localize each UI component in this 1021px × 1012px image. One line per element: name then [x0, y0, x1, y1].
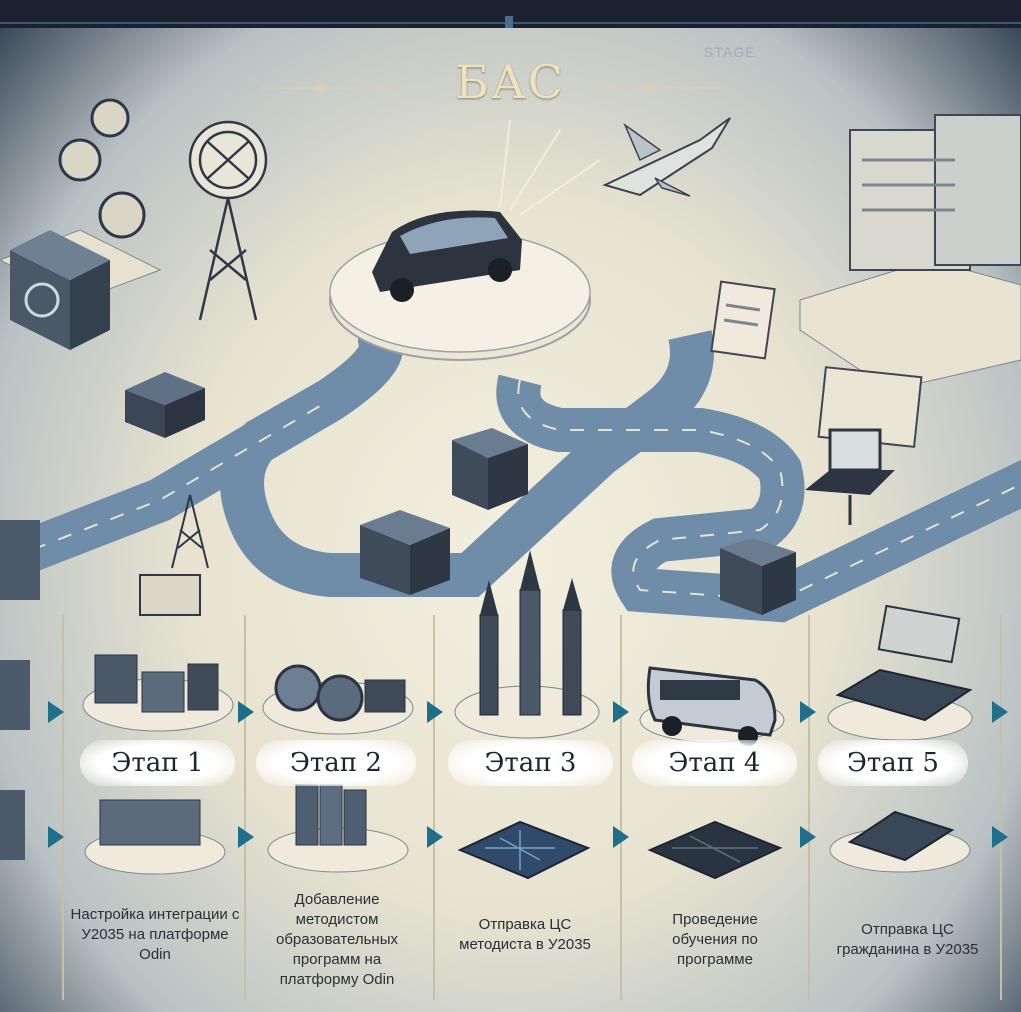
radio-tower-icon	[188, 120, 268, 321]
stage5-device-icon	[827, 604, 973, 741]
title-ornament	[262, 83, 720, 93]
flow-arrow-icon	[48, 826, 64, 848]
stage-label-2: Этап 2	[256, 740, 416, 786]
stage-panel-5	[808, 615, 995, 1000]
flow-arrow-icon	[48, 701, 64, 723]
small-tower-icon	[171, 494, 209, 569]
stage-desc-2: Добавление методистом образовательных пр…	[276, 891, 398, 988]
rocket-tower-icon	[454, 550, 600, 739]
stage-label-5: Этап 5	[818, 740, 968, 786]
stage2-gears-icon	[262, 664, 414, 735]
stage-panel-1	[62, 615, 244, 1000]
stage5-package-icon	[829, 810, 971, 873]
flow-arrow-icon	[800, 701, 816, 723]
flow-arrow-icon	[238, 701, 254, 723]
car-platform	[329, 119, 601, 361]
top-bar	[0, 0, 1021, 28]
stage-panel-3	[433, 615, 620, 1000]
billboard-icon	[799, 114, 1021, 391]
stage-panel-4	[620, 615, 807, 1000]
stage4-board-icon	[647, 820, 783, 880]
server-cube-icon	[0, 229, 162, 350]
road-cubes	[125, 372, 796, 615]
car-icon	[372, 210, 522, 302]
stage-desc-4: Проведение обучения по программе	[672, 911, 758, 968]
stage-label-3: Этап 3	[448, 740, 613, 786]
stage-watermark: STAGE	[704, 44, 756, 60]
flow-arrow-icon	[613, 701, 629, 723]
flow-arrow-icon	[427, 701, 443, 723]
flow-arrow-icon	[992, 701, 1008, 723]
flow-arrow-icon	[800, 826, 816, 848]
laptop-icon	[805, 428, 895, 525]
stage-desc-1: Настройка интеграции с У2035 на платформ…	[70, 906, 240, 963]
stage-label-1: Этап 1	[80, 740, 235, 786]
signpost-icons	[58, 98, 146, 239]
stage-panel-2	[244, 615, 431, 1000]
stage-desc-3: Отправка ЦС методиста в У2035	[459, 916, 591, 953]
stage2-servers-icon	[267, 784, 409, 873]
flow-arrow-icon	[238, 826, 254, 848]
flow-arrow-icon	[613, 826, 629, 848]
stage1-machines-icon	[82, 654, 234, 732]
stage-label-4: Этап 4	[632, 740, 797, 786]
plane-icon	[602, 117, 731, 197]
stage1-equipment-icon	[84, 799, 226, 875]
left-edge-machinery	[0, 520, 201, 860]
info-board-icon	[710, 280, 923, 448]
flow-arrow-icon	[427, 826, 443, 848]
stage-panel-6	[1000, 615, 1021, 1000]
page-title: БАС	[455, 55, 565, 109]
circuit-board-icon	[457, 820, 591, 880]
flow-arrow-icon	[992, 826, 1008, 848]
top-bar-notch	[505, 16, 513, 28]
stage-desc-5: Отправка ЦС гражданина в У2035	[836, 921, 979, 958]
